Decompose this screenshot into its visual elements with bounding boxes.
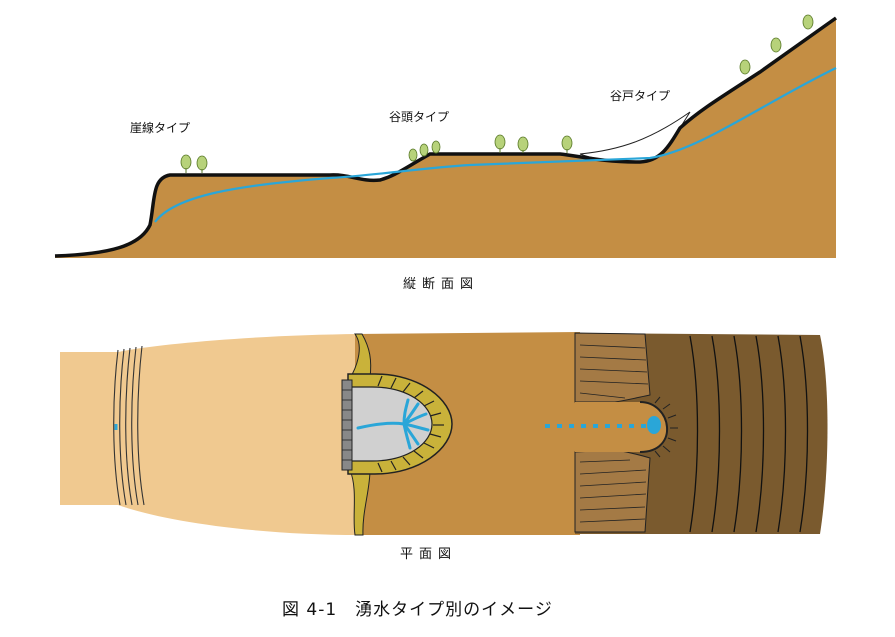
caption-section: 縦断面図	[403, 277, 480, 292]
section-diagram	[54, 14, 838, 258]
caption-plan: 平面図	[400, 547, 458, 562]
plan-head-pond-wall	[341, 379, 353, 471]
plan-yato-upper-slope	[574, 332, 651, 403]
section-soil	[55, 18, 836, 258]
section-water-table	[154, 67, 837, 223]
plan-light-region	[60, 334, 360, 535]
label-yato-type: 谷戸タイプ	[610, 89, 671, 103]
label-gake-type: 崖線タイプ	[130, 121, 191, 135]
plan-head-spring-water	[356, 398, 430, 450]
label-yato-head-type: 谷頭タイプ	[389, 110, 450, 124]
plan-yato-lower-slope	[574, 449, 651, 533]
figure-caption: 図 4-1 湧水タイプ別のイメージ	[282, 600, 553, 620]
plan-yato-spring	[647, 416, 661, 434]
plan-right-contours	[689, 335, 809, 533]
plan-left-contours	[113, 345, 145, 506]
plan-head-rim-lower	[349, 469, 371, 536]
tree-icon	[180, 14, 814, 171]
